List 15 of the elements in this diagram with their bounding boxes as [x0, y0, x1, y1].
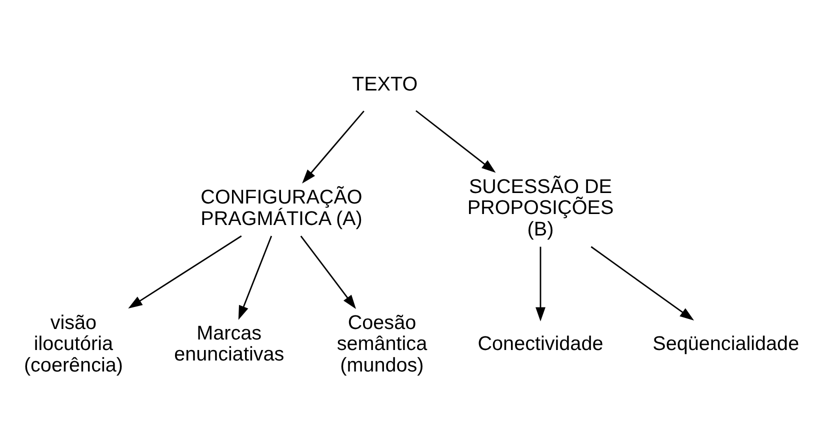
node-text: Seqüencialidade	[652, 332, 800, 355]
arrow	[238, 235, 272, 320]
arrow	[590, 246, 694, 320]
node-text: Marcas enunciativas	[174, 322, 284, 366]
arrow	[416, 110, 496, 172]
node-text: Coesão semântica (mundos)	[336, 311, 428, 376]
node-text: CONFIGURAÇÃO PRAGMÁTICA (A)	[200, 186, 362, 230]
node-text: TEXTO	[352, 72, 418, 95]
arrow	[300, 235, 356, 308]
node-text: Conectividade	[478, 332, 604, 355]
arrow	[536, 246, 546, 321]
arrow	[128, 234, 242, 308]
arrow	[302, 110, 364, 183]
node-text: SUCESSÃO DE PROPOSIÇÕES (B)	[467, 175, 614, 240]
node-text: visão ilocutória (coerência)	[24, 311, 123, 376]
